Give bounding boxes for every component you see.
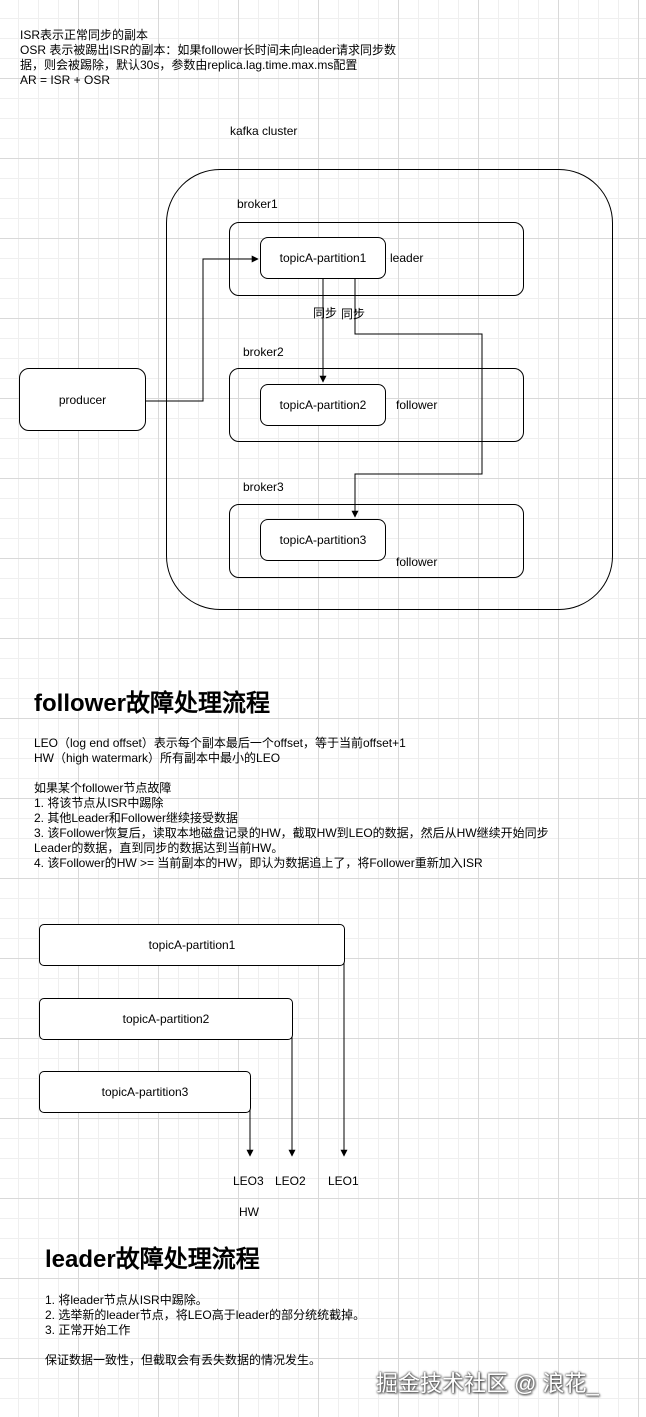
sync-label-2: 同步: [341, 307, 366, 321]
follower-role-label-3: follower: [396, 555, 438, 569]
osr-note-cont: 据，则会被踢除，默认30s，参数由replica.lag.time.max.ms…: [20, 58, 358, 72]
partition3-follower-box: topicA-partition3: [260, 519, 386, 561]
hw-label: HW: [239, 1205, 259, 1219]
broker2-box: [229, 368, 524, 442]
leo3-label: LEO3: [233, 1174, 264, 1188]
broker3-box: [229, 504, 524, 578]
broker1-label: broker1: [237, 197, 278, 211]
hw-definition: HW（high watermark）所有副本中最小的LEO: [34, 751, 281, 765]
leo-partition1-bar: topicA-partition1: [39, 924, 345, 966]
follower-step-2: 2. 其他Leader和Follower继续接受数据: [34, 811, 239, 825]
follower-step-3-cont: Leader的数据，直到同步的数据达到当前HW。: [34, 841, 284, 855]
leader-step-2: 2. 选举新的leader节点，将LEO高于leader的部分统统截掉。: [45, 1308, 366, 1322]
partition1-leader-box: topicA-partition1: [260, 237, 386, 279]
follower-role-label-2: follower: [396, 398, 438, 412]
follower-intro: 如果某个follower节点故障: [34, 781, 172, 795]
sync-label-1: 同步: [313, 306, 338, 320]
leader-section-title: leader故障处理流程: [45, 1246, 260, 1273]
leader-note: 保证数据一致性，但截取会有丢失数据的情况发生。: [45, 1353, 322, 1367]
follower-section-title: follower故障处理流程: [34, 690, 271, 717]
osr-note: OSR 表示被踢出ISR的副本：如果follower长时间未向leader请求同…: [20, 43, 397, 57]
kafka-cluster-container: [166, 169, 613, 610]
follower-step-4: 4. 该Follower的HW >= 当前副本的HW，即认为数据追上了，将Fol…: [34, 856, 483, 870]
watermark: 掘金技术社区 @ 浪花_: [376, 1371, 599, 1396]
producer-box: producer: [19, 368, 146, 431]
ar-note: AR = ISR + OSR: [20, 73, 111, 87]
leader-to-partition3-arrow: [351, 279, 483, 518]
leo1-label: LEO1: [328, 1174, 359, 1188]
isr-note: ISR表示正常同步的副本: [20, 28, 149, 42]
leader-role-label: leader: [390, 251, 424, 265]
partition2-follower-box: topicA-partition2: [260, 384, 386, 426]
leo-partition2-bar: topicA-partition2: [39, 998, 293, 1040]
broker2-label: broker2: [243, 345, 284, 359]
leader-step-3: 3. 正常开始工作: [45, 1323, 131, 1337]
broker3-label: broker3: [243, 480, 284, 494]
producer-to-leader-arrow: [146, 255, 259, 402]
follower-step-3: 3. 该Follower恢复后，读取本地磁盘记录的HW，截取HW到LEO的数据，…: [34, 826, 549, 840]
leo2-label: LEO2: [275, 1174, 306, 1188]
cluster-label: kafka cluster: [230, 124, 298, 138]
leader-step-1: 1. 将leader节点从ISR中踢除。: [45, 1293, 208, 1307]
leo-partition3-bar: topicA-partition3: [39, 1071, 251, 1113]
leo-definition: LEO（log end offset）表示每个副本最后一个offset，等于当前…: [34, 736, 406, 750]
follower-step-1: 1. 将该节点从ISR中踢除: [34, 796, 164, 810]
